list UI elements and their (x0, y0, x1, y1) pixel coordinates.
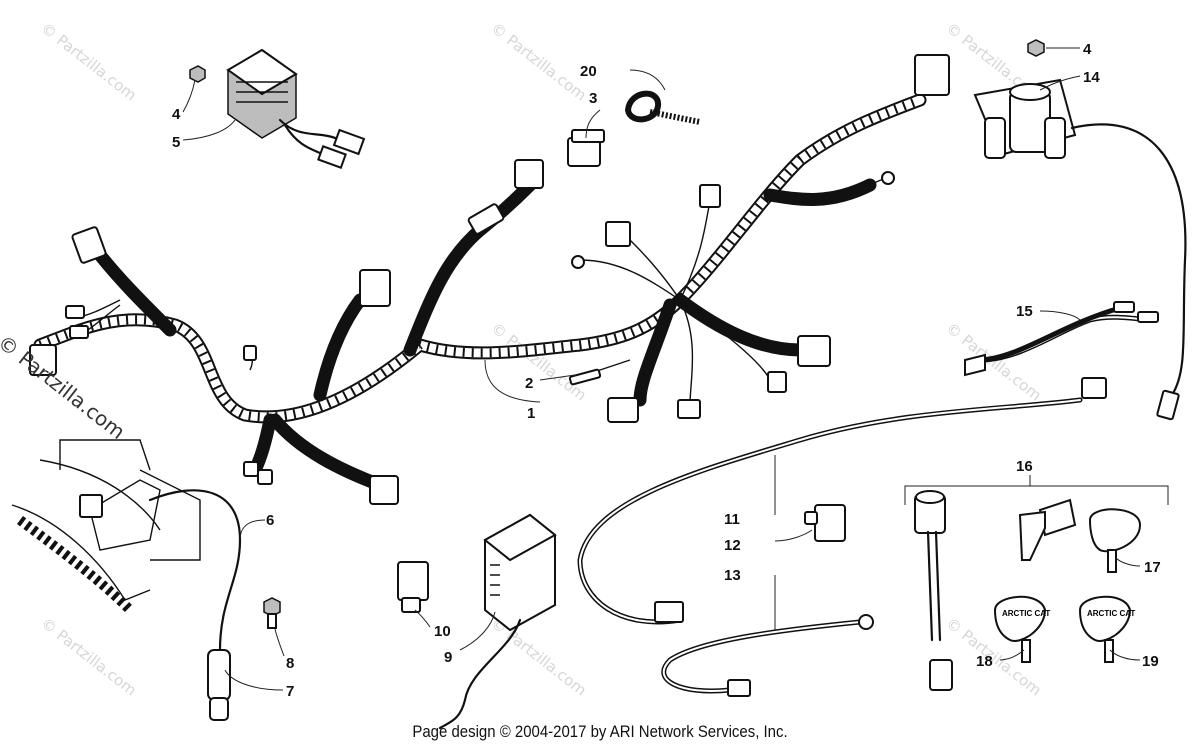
main-wiring-harness-illustration (29, 54, 950, 505)
callout-3: 3 (589, 90, 597, 107)
key-logo-text: ARCTIC CAT (1087, 609, 1135, 618)
callout-8: 8 (286, 655, 294, 672)
watermark: © Partzilla.com (488, 614, 590, 699)
small-relay-illustration (804, 504, 846, 542)
nut-illustration (189, 65, 206, 83)
callout-9: 9 (444, 649, 452, 666)
leader-lines (182, 47, 1141, 691)
callout-labels: 1 2 3 4 5 6 7 8 9 10 11 12 13 4 14 15 16… (172, 41, 1161, 700)
callout-17: 17 (1144, 559, 1161, 576)
callout-10: 10 (434, 623, 451, 640)
callout-4-coil: 4 (1083, 41, 1092, 58)
cdi-module-illustration (438, 513, 557, 730)
callout-14: 14 (1083, 69, 1100, 86)
spark-plug-wire-illustration (148, 489, 242, 721)
callout-12: 12 (724, 537, 741, 554)
regulator-rectifier-illustration (226, 48, 366, 169)
callout-19: 19 (1142, 653, 1159, 670)
cable-tie-illustration (624, 90, 701, 125)
copyright-text: Page design © 2004-2017 by ARI Network S… (412, 722, 788, 741)
nut-illustration (1027, 39, 1045, 57)
watermark: © Partzilla.com (488, 19, 590, 104)
callout-13: 13 (724, 567, 741, 584)
callout-6: 6 (266, 512, 274, 529)
callout-16: 16 (1016, 458, 1033, 475)
short-cable-illustration (661, 614, 874, 697)
callout-18: 18 (976, 653, 993, 670)
callout-20: 20 (580, 63, 597, 80)
callout-4: 4 (172, 106, 181, 123)
callout-11: 11 (724, 511, 740, 528)
key-illustration: ARCTIC CAT (993, 595, 1050, 663)
callout-7: 7 (286, 683, 294, 700)
watermark: © Partzilla.com (943, 319, 1045, 404)
engine-housing-illustration (11, 439, 201, 614)
callout-15: 15 (1016, 303, 1033, 320)
key-logo-text: ARCTIC CAT (1002, 609, 1050, 618)
wire-lead-illustration (964, 301, 1159, 377)
ignition-switch-illustration (914, 490, 953, 691)
key-illustration (1018, 498, 1142, 573)
key-illustration: ARCTIC CAT (1078, 595, 1135, 663)
callout-5: 5 (172, 134, 180, 151)
bolt-illustration (263, 597, 281, 629)
watermark: © Partzilla.com (38, 614, 140, 699)
long-cable-illustration (577, 377, 1107, 625)
watermark: © Partzilla.com (488, 319, 590, 404)
relay-illustration (397, 561, 429, 613)
group-bracket (904, 475, 1169, 505)
watermark: © Partzilla.com (38, 19, 140, 104)
callout-1: 1 (527, 405, 535, 422)
relay-illustration (567, 129, 605, 167)
ignition-coil-illustration (973, 78, 1187, 421)
callout-2: 2 (525, 375, 533, 392)
